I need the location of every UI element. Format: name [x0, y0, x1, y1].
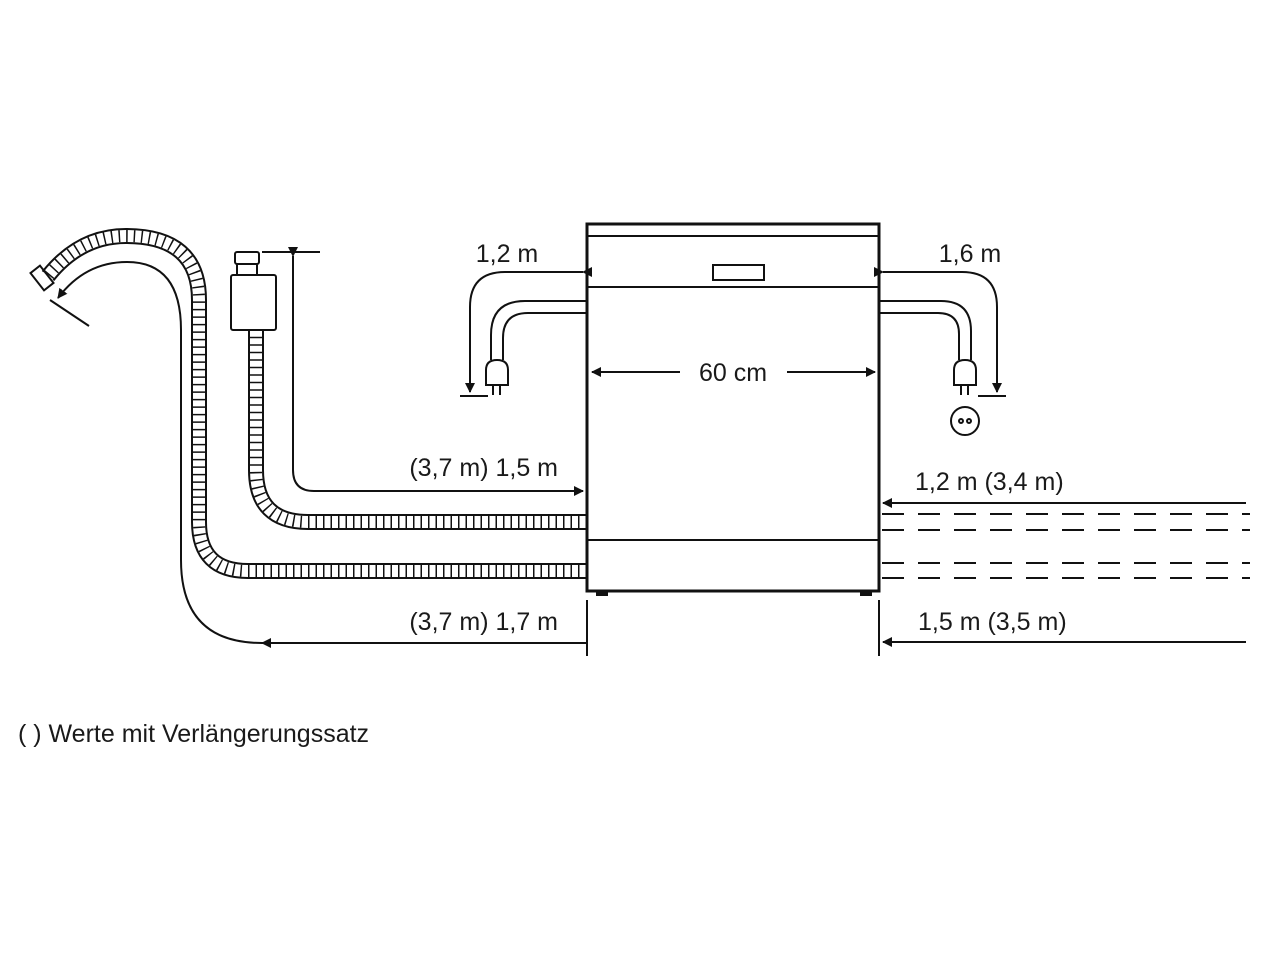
drain-right-label: 1,5 m (3,5 m) — [918, 608, 1067, 636]
power-left-label: 1,2 m — [476, 240, 539, 268]
power-socket-icon — [950, 406, 980, 436]
valve-cap — [234, 251, 260, 265]
width-label: 60 cm — [699, 359, 767, 387]
aquastop-valve — [230, 274, 277, 331]
inlet-right-label: 1,2 m (3,4 m) — [915, 468, 1064, 496]
footnote: ( ) Werte mit Verlängerungssatz — [18, 720, 369, 748]
foot-right — [860, 591, 872, 596]
plug-icon — [485, 358, 509, 386]
foot-left — [596, 591, 608, 596]
width-dimension: 60 cm — [591, 359, 876, 387]
drain-hose: (3,7 m) 1,7 m — [29, 227, 587, 648]
inlet-left-label: (3,7 m) 1,5 m — [409, 454, 558, 482]
drain-hose-end — [29, 264, 55, 292]
drain-left-label: (3,7 m) 1,7 m — [409, 608, 558, 636]
right-hoses: 1,2 m (3,4 m) 1,5 m (3,5 m) — [882, 468, 1250, 647]
inlet-hose: (3,7 m) 1,5 m — [230, 247, 587, 530]
power-right-label: 1,6 m — [939, 240, 1002, 268]
plug-icon — [953, 358, 977, 386]
dishwasher — [585, 222, 881, 596]
power-cable-right: 1,6 m — [874, 240, 1006, 436]
control-display — [712, 264, 765, 281]
power-cable-left: 1,2 m — [460, 240, 592, 397]
